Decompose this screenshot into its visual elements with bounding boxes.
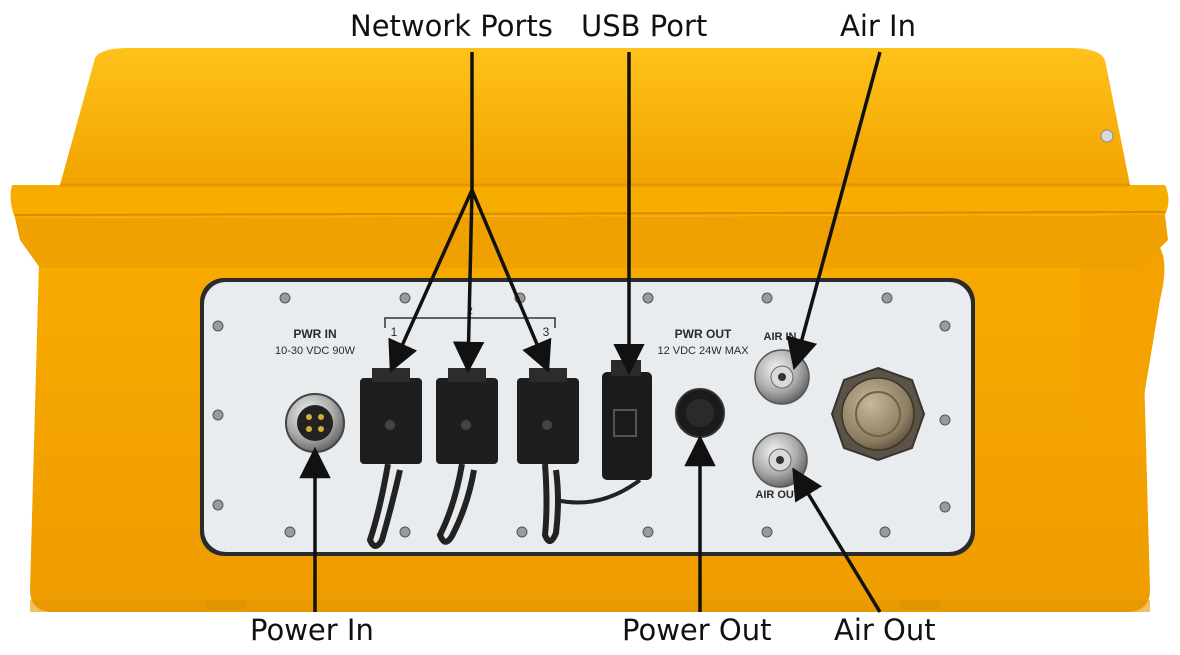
network-arrow-3 [470,189,552,373]
network-port-3 [517,368,642,544]
network-port-2 [436,368,498,545]
pwr-out-spec: 12 VDC 24W MAX [657,345,749,357]
callout-power-out: Power Out [620,613,774,647]
pwr-in-title: PWR IN [293,327,336,341]
panel-screws [212,292,951,538]
power-in-connector [285,393,345,453]
air-out-panel-label: AIR OUT [755,489,801,501]
air-in-panel-label: AIR IN [764,331,797,343]
air-in-arrow [786,51,882,371]
callout-arrows [299,51,882,613]
port-1-label: 1 [391,325,398,339]
pwr-out-title: PWR OUT [675,327,732,341]
network-arrow-1 [388,189,474,373]
callout-usb-port: USB Port [579,9,710,43]
power-out-connector [675,388,725,438]
pwr-in-spec: 10-30 VDC 90W [275,345,356,357]
callout-air-in: Air In [838,9,918,43]
case-lid [10,48,1169,268]
network-port-1 [360,368,422,549]
network-arrow-2 [452,189,485,374]
air-out-arrow [792,467,882,613]
callout-air-out: Air Out [832,613,938,647]
callout-network-ports: Network Ports [348,9,555,43]
port-3-label: 3 [543,325,550,339]
callout-power-in: Power In [248,613,376,647]
usb-port [602,360,652,480]
air-in-fitting [754,349,810,405]
vent-cap [830,366,926,462]
